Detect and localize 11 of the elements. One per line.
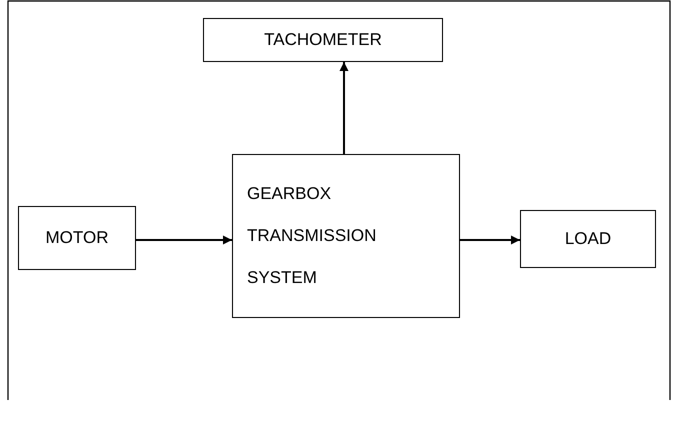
process-box (520, 210, 656, 268)
process-box (18, 206, 136, 270)
arrow (340, 62, 348, 154)
process-box (232, 154, 460, 318)
arrow (136, 236, 232, 244)
process-box (203, 18, 443, 62)
arrow (460, 236, 520, 244)
box-label: TACHOMETER (264, 30, 382, 50)
box-label: LOAD (564, 229, 612, 249)
box-label: MOTOR (46, 228, 108, 248)
box-label: GEARBOX TRANSMISSION SYSTEM (247, 183, 378, 289)
